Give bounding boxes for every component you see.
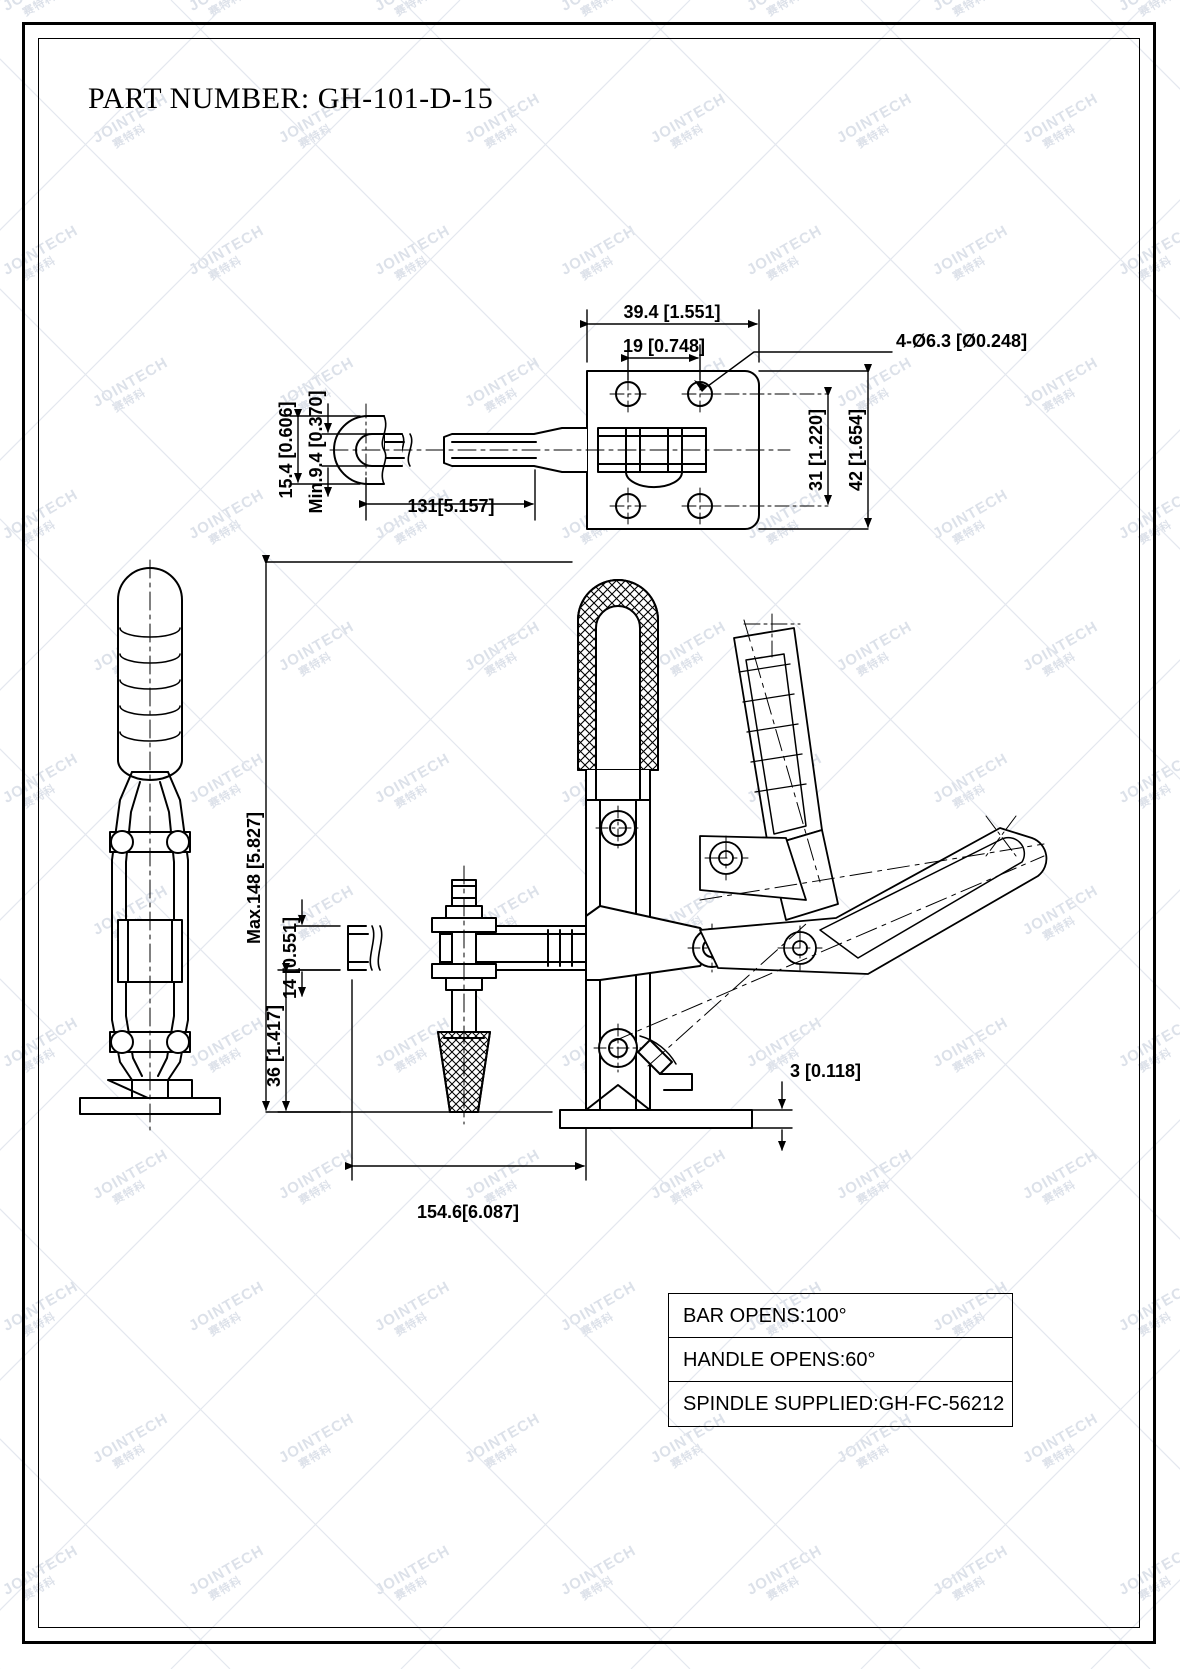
dim-plate-width-overall: 39.4 [1.551] xyxy=(623,302,720,322)
dim-hole-spacing-vertical: 31 [1.220] xyxy=(806,409,826,491)
dim-bar-length: 131[5.157] xyxy=(407,496,494,516)
dim-plate-depth-overall: 42 [1.654] xyxy=(846,409,866,491)
top-view-dimensions xyxy=(289,309,893,530)
dim-bar-fork-gap-min: Min.9.4 [0.370] xyxy=(306,390,326,513)
sheet-border-inner xyxy=(38,38,1140,1628)
dim-base-to-bar: 36 [1.417] xyxy=(264,1005,284,1087)
notes-table: BAR OPENS:100° HANDLE OPENS:60° SPINDLE … xyxy=(668,1293,1013,1427)
side-view xyxy=(79,559,221,1131)
sheet-border-outer xyxy=(22,22,1156,1644)
note-bar-opens: BAR OPENS:100° xyxy=(669,1294,1012,1338)
dim-base-plate-thickness: 3 [0.118] xyxy=(790,1061,861,1081)
dim-bar-fork-width: 15.4 [0.606] xyxy=(276,401,296,498)
dim-hole-callout: 4-Ø6.3 [Ø0.248] xyxy=(896,331,1027,351)
dim-overall-height-max: Max.148 [5.827] xyxy=(244,812,264,944)
note-spindle-supplied: SPINDLE SUPPLIED:GH-FC-56212 xyxy=(683,1393,1005,1415)
front-view xyxy=(347,579,753,1129)
open-position-phantom xyxy=(611,613,1048,1067)
dim-bar-height: 14 [0.551] xyxy=(280,917,300,999)
front-view-dimensions xyxy=(262,555,793,1181)
dim-hole-spacing-horizontal: 19 [0.748] xyxy=(623,336,705,356)
note-handle-opens: HANDLE OPENS:60° xyxy=(669,1338,1012,1382)
dim-overall-swing-width: 154.6[6.087] xyxy=(417,1202,519,1222)
page-title: PART NUMBER: GH-101-D-15 xyxy=(88,82,494,115)
top-view xyxy=(329,370,791,530)
